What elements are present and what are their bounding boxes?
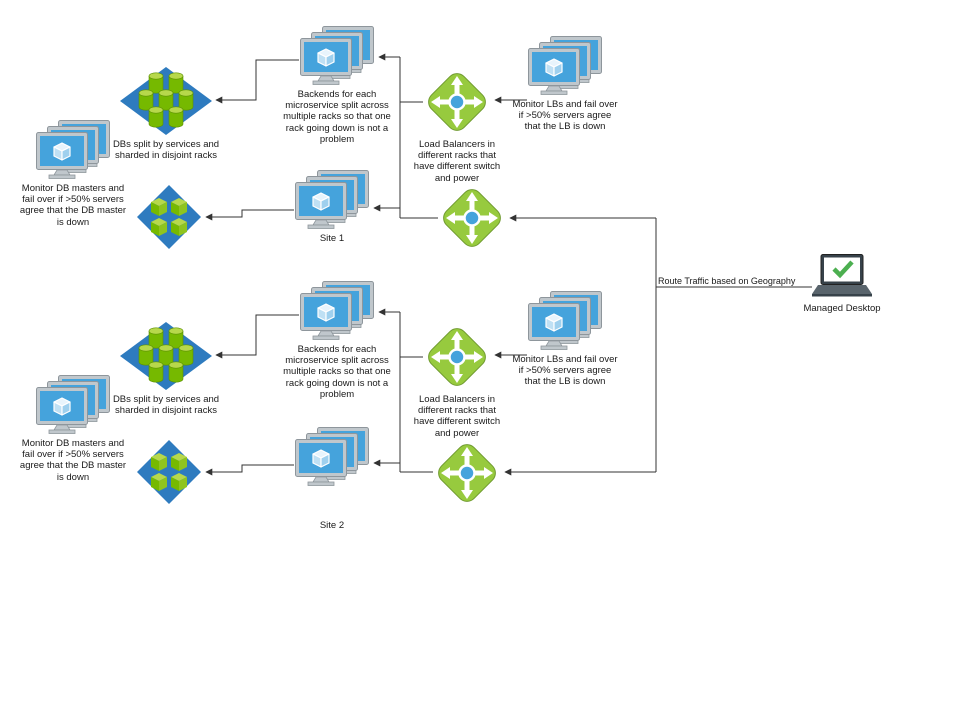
site1-db-shard[interactable] — [136, 184, 202, 250]
load-balancer-arrows-icon — [438, 184, 506, 252]
backends-label: Backends for each microservice split acr… — [283, 89, 391, 145]
site2-caption: Site 2 — [319, 520, 345, 531]
site2-db-monitor[interactable]: Monitor DB masters and fail over if >50%… — [18, 375, 128, 483]
db-cluster-label: DBs split by services and sharded in dis… — [112, 394, 220, 417]
database-cylinders-diamond-icon — [119, 66, 213, 136]
site2-servers[interactable]: Site 2 — [276, 427, 388, 531]
site2-db-shard[interactable] — [136, 439, 202, 505]
managed-desktop[interactable]: Managed Desktop — [797, 254, 887, 314]
db-cluster-label: DBs split by services and sharded in dis… — [112, 139, 220, 162]
load-balancer-arrows-icon — [433, 439, 501, 507]
server-stack-icon — [36, 375, 110, 435]
server-stack-icon — [295, 170, 369, 230]
site1-db-monitor[interactable]: Monitor DB masters and fail over if >50%… — [18, 120, 128, 228]
server-stack-icon — [300, 281, 374, 341]
route-traffic-label: Route Traffic based on Geography — [658, 276, 796, 286]
site2-lb-monitor[interactable]: Monitor LBs and fail over if >50% server… — [511, 291, 619, 388]
server-stack-icon — [295, 427, 369, 487]
cubes-diamond-icon — [136, 184, 202, 250]
server-stack-icon — [36, 120, 110, 180]
server-stack-icon — [300, 26, 374, 86]
site2-load-balancer-1[interactable]: Load Balancers in different racks that h… — [407, 323, 507, 439]
site1-servers[interactable]: Site 1 — [276, 170, 388, 244]
load-balancer-arrows-icon — [423, 323, 491, 391]
site1-load-balancer-2[interactable] — [438, 184, 506, 252]
db-monitor-label: Monitor DB masters and fail over if >50%… — [19, 183, 127, 228]
site1-lb-monitor[interactable]: Monitor LBs and fail over if >50% server… — [511, 36, 619, 133]
backends-label: Backends for each microservice split acr… — [283, 344, 391, 400]
db-monitor-label: Monitor DB masters and fail over if >50%… — [19, 438, 127, 483]
load-balancers-label: Load Balancers in different racks that h… — [413, 394, 501, 439]
database-cylinders-diamond-icon — [119, 321, 213, 391]
site1-db-cluster[interactable]: DBs split by services and sharded in dis… — [108, 66, 224, 161]
cubes-diamond-icon — [136, 439, 202, 505]
site1-load-balancer-1[interactable]: Load Balancers in different racks that h… — [407, 68, 507, 184]
site1-backends[interactable]: Backends for each microservice split acr… — [280, 26, 394, 145]
managed-desktop-label: Managed Desktop — [803, 303, 881, 314]
load-balancer-arrows-icon — [423, 68, 491, 136]
server-stack-icon — [528, 36, 602, 96]
site2-db-cluster[interactable]: DBs split by services and sharded in dis… — [108, 321, 224, 416]
server-stack-icon — [528, 291, 602, 351]
lb-monitor-label: Monitor LBs and fail over if >50% server… — [512, 99, 618, 133]
load-balancers-label: Load Balancers in different racks that h… — [413, 139, 501, 184]
lb-monitor-label: Monitor LBs and fail over if >50% server… — [512, 354, 618, 388]
site1-caption: Site 1 — [319, 233, 345, 244]
site2-load-balancer-2[interactable] — [433, 439, 501, 507]
laptop-check-icon — [812, 254, 872, 300]
site2-backends[interactable]: Backends for each microservice split acr… — [280, 281, 394, 400]
